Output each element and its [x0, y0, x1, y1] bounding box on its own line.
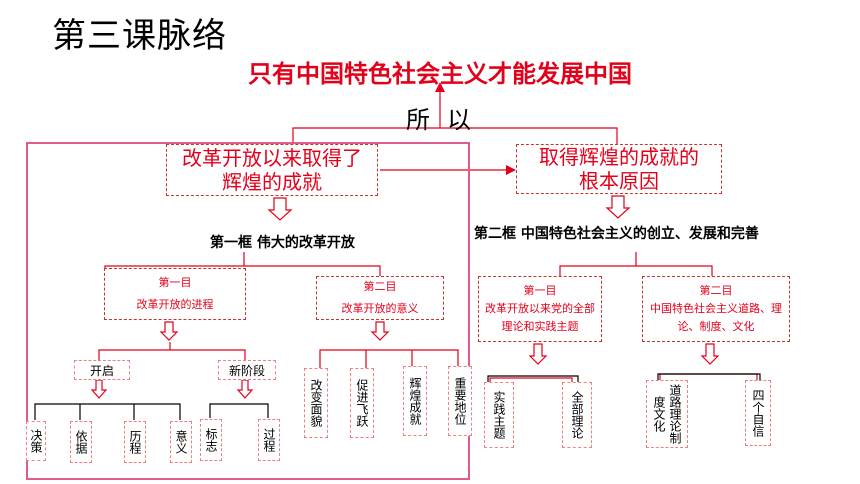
xinjieduan-item-process: 过程 — [258, 419, 280, 461]
kaiqi-item-decision: 决策 — [26, 421, 46, 461]
right-cause-text: 取得辉煌的成就的根本原因 — [539, 145, 699, 193]
frame2-section2-title: 中国特色社会主义道路、理论、制度、文化 — [650, 302, 782, 333]
frame2-title: 第二框 中国特色社会主义的创立、发展和完善 — [474, 226, 759, 242]
frame1-section2-box: 第二目 改革开放的意义 — [316, 276, 444, 320]
frame2-section1-title: 改革开放以来党的全部理论和实践主题 — [485, 302, 595, 333]
kaiqi-node: 开启 — [74, 360, 130, 380]
meaning-item-achievement: 辉煌成就 — [403, 366, 427, 436]
frame1-outline — [26, 142, 470, 480]
connector-word-1: 所 — [406, 106, 430, 134]
frame1-section2-title: 改革开放的意义 — [341, 302, 419, 315]
connector-word-2: 以 — [447, 106, 471, 134]
meaning-item-status: 重要地位 — [448, 366, 472, 436]
frame2-section1-box: 第一目 改革开放以来党的全部理论和实践主题 — [478, 276, 602, 342]
meaning-item-leap: 促进飞跃 — [350, 368, 374, 438]
left-cause-box: 改革开放以来取得了辉煌的成就 — [166, 144, 378, 196]
frame1-section1-box: 第一目 改革开放的进程 — [104, 268, 246, 320]
left-cause-text: 改革开放以来取得了辉煌的成就 — [182, 146, 362, 194]
frame2-item-four-confidence: 四个自信 — [745, 380, 771, 446]
frame2-section2-heading: 第二目 — [699, 284, 733, 297]
frame2-section1-heading: 第一目 — [523, 284, 557, 297]
meaning-item-face: 改变面貌 — [304, 368, 328, 438]
frame2-item-practice-theme: 实践主题 — [484, 382, 514, 448]
frame1-section1-title: 改革开放的进程 — [136, 298, 214, 311]
frame1-section1-heading: 第一目 — [158, 276, 192, 289]
frame1-title: 第一框 伟大的改革开放 — [210, 235, 355, 251]
kaiqi-item-history: 历程 — [124, 421, 146, 463]
kaiqi-item-basis: 依据 — [70, 421, 92, 463]
conclusion-headline: 只有中国特色社会主义才能发展中国 — [248, 60, 632, 88]
kaiqi-item-meaning: 意义 — [170, 421, 192, 463]
frame2-item-full-theory: 全部理论 — [562, 382, 592, 448]
frame2-section2-box: 第二目 中国特色社会主义道路、理论、制度、文化 — [642, 276, 790, 342]
frame2-item-road-theory: 道路理论制度文化 — [646, 380, 688, 448]
page-title: 第三课脉络 — [52, 16, 227, 56]
frame1-section2-heading: 第二目 — [363, 280, 397, 293]
xinjieduan-item-mark: 标志 — [200, 419, 222, 461]
right-cause-box: 取得辉煌的成就的根本原因 — [516, 144, 722, 194]
xinjieduan-node: 新阶段 — [218, 360, 276, 380]
